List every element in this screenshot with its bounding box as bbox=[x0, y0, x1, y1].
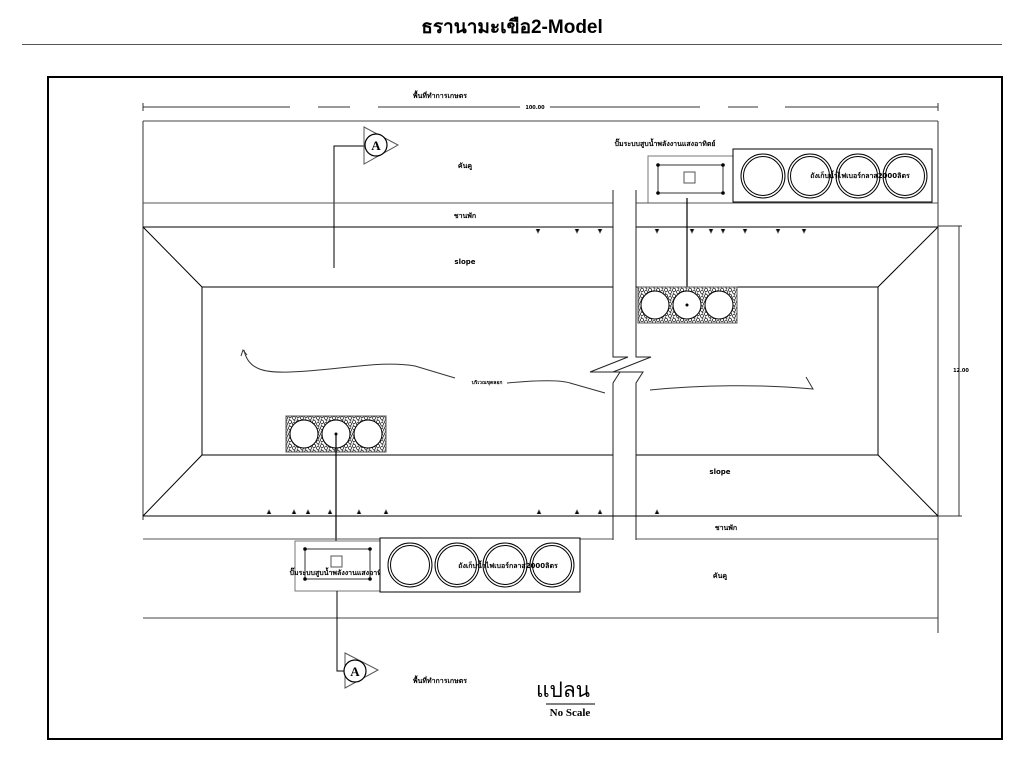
section-marker-top[interactable]: A bbox=[333, 126, 400, 268]
section-marker-bottom-letter: A bbox=[350, 664, 360, 679]
bottom-area-label: พื้นที่ทำการเกษตร bbox=[413, 674, 467, 685]
bottom-waterline-ticks bbox=[266, 509, 660, 515]
tank-bottom-label: ถังเก็บน้ำไฟเบอร์กลาส2000ลิตร bbox=[458, 559, 558, 570]
flow-line-left bbox=[243, 349, 456, 379]
drawing-frame bbox=[47, 76, 1003, 740]
pump-icon bbox=[330, 555, 343, 568]
pond-label: บริเวณขุดลอก bbox=[472, 379, 503, 386]
break-line bbox=[589, 190, 652, 540]
gravel-pit-bottom[interactable] bbox=[285, 415, 387, 557]
flow-line-right bbox=[649, 376, 814, 391]
length-dimension-value: 100.00 bbox=[525, 105, 545, 111]
top-area-label: พื้นที่ทำการเกษตร bbox=[413, 89, 467, 100]
title-divider bbox=[22, 44, 1002, 45]
section-circle-icon bbox=[343, 659, 367, 683]
width-dimension-value: 12.00 bbox=[953, 368, 969, 374]
tank-top-group[interactable]: ถังเก็บน้ำไฟเบอร์กลาส2000ลิตร bbox=[732, 148, 933, 203]
tank-top-label: ถังเก็บน้ำไฟเบอร์กลาส2000ลิตร bbox=[810, 169, 910, 180]
pump-bottom-label: ปั๊มระบบสูบน้ำพลังงานแสงอาทิตย์ bbox=[290, 566, 391, 578]
berm-bottom-label: ชานพัก bbox=[715, 524, 737, 532]
plan-scale: No Scale bbox=[550, 707, 591, 719]
width-dimension-line bbox=[938, 225, 962, 517]
flow-arrow-icon bbox=[240, 348, 248, 357]
pump-bottom-station[interactable] bbox=[294, 540, 381, 592]
tank-bottom-group[interactable]: ถังเก็บน้ำไฟเบอร์กลาส2000ลิตร bbox=[379, 537, 581, 593]
slope-bottom-label: slope bbox=[709, 468, 730, 476]
window-title: ธรานามะเขือ2-Model bbox=[421, 17, 603, 38]
section-marker-bottom[interactable]: A bbox=[336, 591, 380, 689]
length-dimension-line bbox=[142, 103, 939, 111]
gravel-pit-top[interactable] bbox=[637, 198, 738, 324]
embankment-bottom-label: คันคู bbox=[713, 572, 727, 581]
pump-top-station[interactable] bbox=[647, 155, 734, 204]
berm-top-label: ชานพัก bbox=[454, 212, 476, 220]
section-circle-icon bbox=[364, 133, 388, 157]
pond-outline bbox=[142, 226, 939, 517]
slope-top-label: slope bbox=[454, 258, 475, 266]
embankment-top-label: คันคู bbox=[458, 162, 472, 171]
top-waterline-ticks bbox=[535, 228, 807, 234]
pump-icon bbox=[683, 171, 696, 184]
pump-top-label: ปั๊มระบบสูบน้ำพลังงานแสงอาทิตย์ bbox=[615, 137, 716, 149]
section-marker-top-letter: A bbox=[371, 138, 381, 153]
flow-line-middle bbox=[506, 380, 606, 394]
plan-title: แปลน bbox=[536, 678, 590, 702]
